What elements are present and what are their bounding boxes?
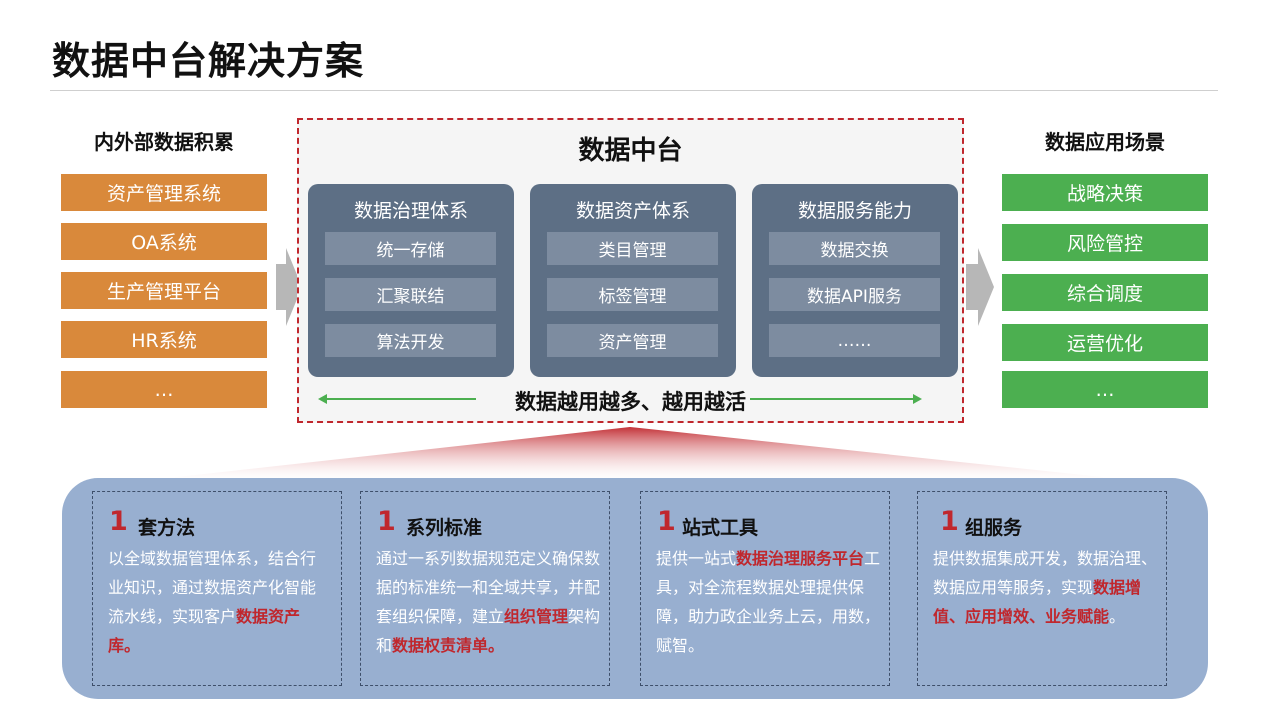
card-highlight-text: 库。: [108, 636, 141, 655]
card-line: 业知识，通过数据资产化智能: [108, 573, 334, 602]
source-item-production-platform: 生产管理平台: [61, 272, 267, 309]
card-highlight-text: 数据增: [1093, 578, 1142, 597]
source-item-asset-system: 资产管理系统: [61, 174, 267, 211]
pillar-title: 数据服务能力: [797, 200, 912, 222]
card-methodology: 1 套方法 以全域数据管理体系，结合行业知识，通过数据资产化智能流水线，实现客户…: [92, 491, 342, 686]
pillar-item: 算法开发: [325, 324, 496, 357]
card-number: 1: [109, 506, 128, 537]
source-item-oa-system: OA系统: [61, 223, 267, 260]
card-line: 障，助力政企业务上云，用数，: [656, 602, 882, 631]
pillar-title: 数据资产体系: [575, 200, 690, 222]
pillar-item: 类目管理: [547, 232, 718, 265]
arrow-right-icon: [913, 394, 922, 404]
card-text: 据的标准统一和全域共享，并配: [376, 578, 601, 597]
source-item-hr-system: HR系统: [61, 321, 267, 358]
card-number: 1: [940, 506, 959, 537]
card-line: 赋智。: [656, 631, 882, 660]
card-standards: 1 系列标准 通过一系列数据规范定义确保数据的标准统一和全域共享，并配套组织保障…: [360, 491, 610, 686]
card-text: 提供一站式: [656, 549, 737, 568]
card-line: 以全域数据管理体系，结合行: [108, 544, 334, 573]
card-line: 提供一站式数据治理服务平台工: [656, 544, 882, 573]
pillar-item: 统一存储: [325, 232, 496, 265]
card-body: 提供数据集成开发，数据治理、数据应用等服务，实现数据增值、应用增效、业务赋能。: [933, 544, 1159, 631]
card-highlight-text: 值、应用增效、业务赋能: [933, 607, 1110, 626]
pillar-title: 数据治理体系: [353, 200, 468, 222]
card-title: 站式工具: [682, 517, 759, 539]
pillar-item: 标签管理: [547, 278, 718, 311]
card-line: 流水线，实现客户数据资产: [108, 602, 334, 631]
card-text: 数据应用等服务，实现: [933, 578, 1094, 597]
slogan-line-right: [750, 398, 914, 400]
scenario-item-strategy: 战略决策: [1002, 174, 1208, 211]
card-text: 赋智。: [656, 636, 705, 655]
card-body: 通过一系列数据规范定义确保数据的标准统一和全域共享，并配套组织保障，建立组织管理…: [376, 544, 602, 660]
card-body: 提供一站式数据治理服务平台工具，对全流程数据处理提供保障，助力政企业务上云，用数…: [656, 544, 882, 660]
pillar-item: ……: [769, 324, 940, 357]
slogan-line-left: [326, 398, 476, 400]
card-text: 工: [864, 549, 881, 568]
card-text: 流水线，实现客户: [108, 607, 237, 626]
card-line: 提供数据集成开发，数据治理、: [933, 544, 1159, 573]
pillar-item: 资产管理: [547, 324, 718, 357]
pillar-item: 汇聚联结: [325, 278, 496, 311]
card-number: 1: [657, 506, 676, 537]
left-column-heading: 内外部数据积累: [94, 130, 234, 154]
card-line: 套组织保障，建立组织管理架构: [376, 602, 602, 631]
card-text: 通过一系列数据规范定义确保数: [376, 549, 601, 568]
card-text: 架构: [568, 607, 601, 626]
card-title: 组服务: [965, 517, 1023, 539]
card-text: 以全域数据管理体系，结合行: [108, 549, 317, 568]
card-line: 和数据权责清单。: [376, 631, 602, 660]
scenario-item-risk: 风险管控: [1002, 224, 1208, 261]
card-highlight-text: 数据权责清单。: [392, 636, 505, 655]
pillar-data-services: 数据服务能力 数据交换 数据API服务 ……: [752, 184, 958, 377]
card-text: 提供数据集成开发，数据治理、: [933, 549, 1158, 568]
scenario-item-dispatch: 综合调度: [1002, 274, 1208, 311]
pillar-item: 数据API服务: [769, 278, 940, 311]
card-line: 据的标准统一和全域共享，并配: [376, 573, 602, 602]
arrow-left-icon: [318, 394, 327, 404]
card-line: 具，对全流程数据处理提供保: [656, 573, 882, 602]
card-services: 1 组服务 提供数据集成开发，数据治理、数据应用等服务，实现数据增值、应用增效、…: [917, 491, 1167, 686]
capabilities-panel: [62, 478, 1208, 699]
card-text: 。: [1109, 607, 1126, 626]
card-text: 套组织保障，建立: [376, 607, 505, 626]
source-item-more: …: [61, 371, 267, 408]
card-text: 业知识，通过数据资产化智能: [108, 578, 317, 597]
scenario-item-operations: 运营优化: [1002, 324, 1208, 361]
pillar-item: 数据交换: [769, 232, 940, 265]
card-number: 1: [377, 506, 396, 537]
right-column-heading: 数据应用场景: [1045, 130, 1165, 154]
pillar-data-governance: 数据治理体系 统一存储 汇聚联结 算法开发: [308, 184, 514, 377]
slogan-text: 数据越用越多、越用越活: [515, 390, 746, 414]
scenario-item-more: …: [1002, 371, 1208, 408]
pillar-data-assets: 数据资产体系 类目管理 标签管理 资产管理: [530, 184, 736, 377]
card-title: 系列标准: [406, 517, 483, 539]
card-body: 以全域数据管理体系，结合行业知识，通过数据资产化智能流水线，实现客户数据资产库。: [108, 544, 334, 660]
title-divider: [50, 90, 1218, 91]
card-highlight-text: 数据资产: [236, 607, 301, 626]
card-highlight-text: 数据治理服务平台: [736, 549, 865, 568]
card-text: 具，对全流程数据处理提供保: [656, 578, 865, 597]
card-tools: 1 站式工具 提供一站式数据治理服务平台工具，对全流程数据处理提供保障，助力政企…: [640, 491, 890, 686]
card-line: 库。: [108, 631, 334, 660]
card-line: 通过一系列数据规范定义确保数: [376, 544, 602, 573]
card-line: 数据应用等服务，实现数据增: [933, 573, 1159, 602]
page-title: 数据中台解决方案: [52, 39, 365, 83]
card-highlight-text: 组织管理: [504, 607, 569, 626]
center-title: 数据中台: [578, 136, 683, 166]
card-text: 和: [376, 636, 393, 655]
card-line: 值、应用增效、业务赋能。: [933, 602, 1159, 631]
card-text: 障，助力政企业务上云，用数，: [656, 607, 881, 626]
card-title: 套方法: [138, 517, 196, 539]
